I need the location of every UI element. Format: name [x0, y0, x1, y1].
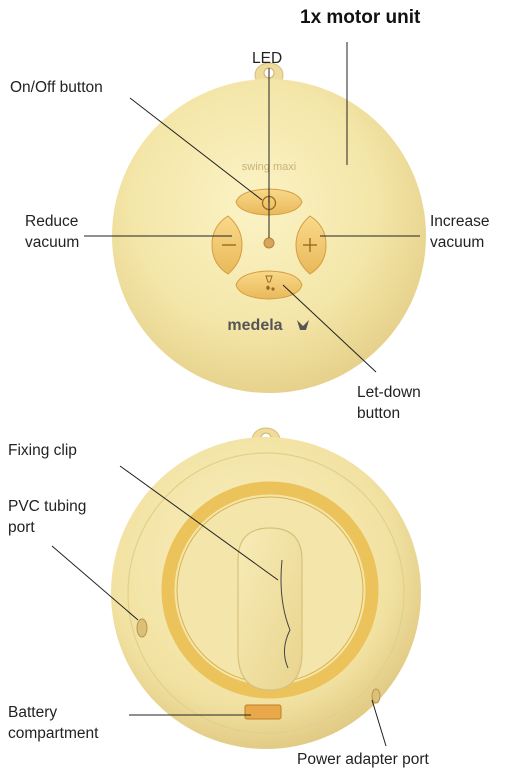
- label-battery-line2: compartment: [8, 725, 98, 742]
- pvc-tubing-port[interactable]: [137, 619, 147, 637]
- battery-compartment[interactable]: [245, 705, 281, 719]
- led-indicator: [264, 238, 274, 248]
- label-let-down-line2: button: [357, 405, 400, 422]
- label-increase-vacuum: Increase vacuum: [430, 211, 489, 253]
- label-led: LED: [252, 48, 282, 69]
- label-battery-line1: Battery: [8, 704, 57, 721]
- power-adapter-port[interactable]: [372, 689, 380, 703]
- label-reduce-vacuum: Reduce vacuum: [25, 211, 79, 253]
- label-pvc-tubing-port: PVC tubing port: [8, 496, 86, 538]
- label-on-off-button: On/Off button: [10, 77, 103, 98]
- label-reduce-line1: Reduce: [25, 213, 78, 230]
- title-motor-unit: 1x motor unit: [300, 7, 420, 29]
- label-increase-line2: vacuum: [430, 234, 484, 251]
- label-reduce-line2: vacuum: [25, 234, 79, 251]
- label-let-down-line1: Let-down: [357, 384, 421, 401]
- label-pvc-line2: port: [8, 519, 35, 536]
- label-battery-compartment: Battery compartment: [8, 702, 98, 744]
- label-let-down-button: Let-down button: [357, 382, 421, 424]
- label-power-adapter-port: Power adapter port: [297, 749, 429, 770]
- fixing-clip[interactable]: [238, 528, 302, 690]
- back-motor-unit: [111, 428, 421, 749]
- svg-text:medela: medela: [227, 317, 282, 334]
- label-pvc-line1: PVC tubing: [8, 498, 86, 515]
- label-fixing-clip: Fixing clip: [8, 440, 77, 461]
- let-down-button[interactable]: [236, 271, 302, 299]
- label-increase-line1: Increase: [430, 213, 489, 230]
